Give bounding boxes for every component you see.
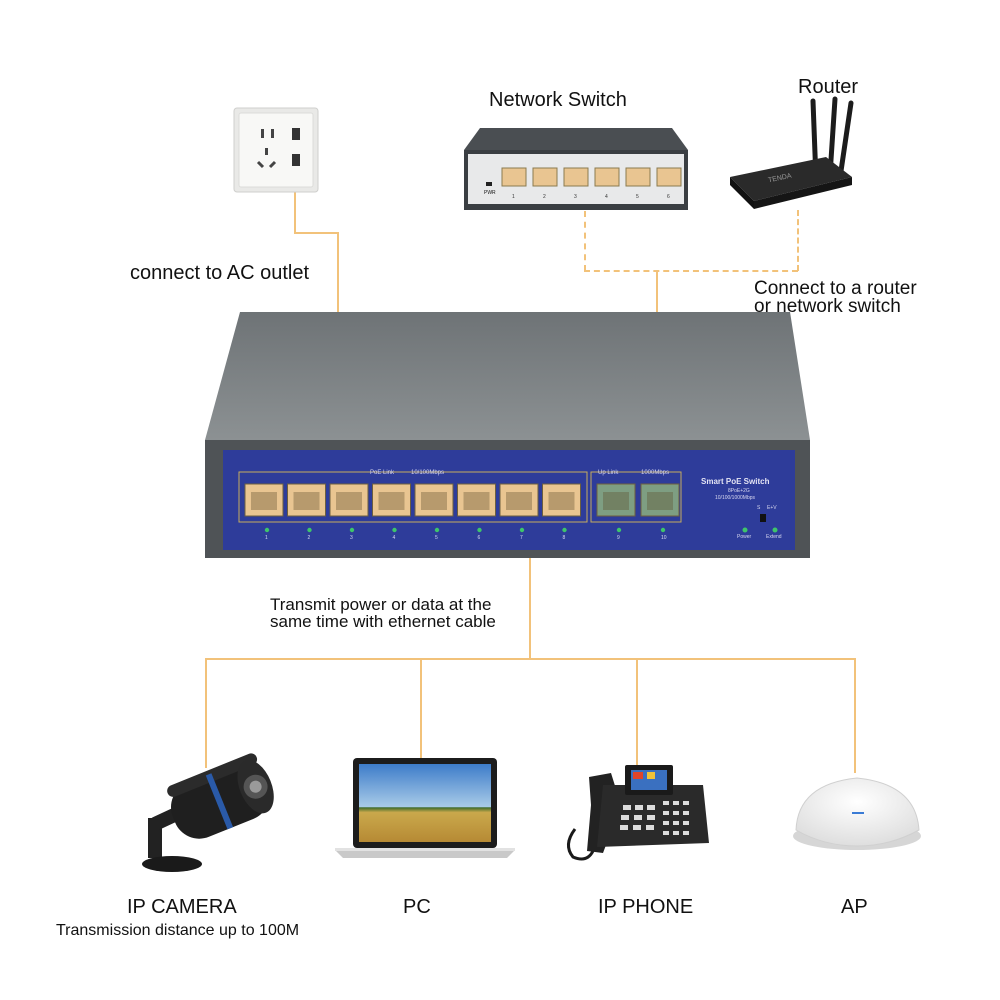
ac-outlet-image — [233, 107, 319, 193]
poe-switch-port-led — [392, 527, 397, 533]
poe-switch-port-led — [660, 527, 666, 533]
ac-connector-line — [337, 232, 339, 337]
poe-switch-port-number: 3 — [350, 535, 353, 541]
small-switch-port-number: 4 — [605, 194, 608, 200]
poe-switch-port-socket — [463, 492, 490, 510]
poe-switch-port-number: 2 — [308, 535, 311, 541]
router-connect-line2: or network switch — [754, 296, 901, 317]
ip-camera-label: IP CAMERA — [127, 896, 237, 918]
poe-switch-port-number: 5 — [435, 535, 438, 541]
poe-switch-port-5 — [414, 483, 454, 517]
poe-switch-port-led — [477, 527, 482, 533]
small-switch-port-number: 1 — [512, 194, 515, 200]
mode-s-label: S — [757, 505, 761, 511]
small-switch-port-1 — [501, 167, 527, 187]
switch-dashed-line — [584, 211, 586, 271]
uplink-dashed-line — [584, 270, 798, 272]
mode-ev-label: E+V — [767, 505, 777, 511]
small-switch-port-number: 2 — [543, 194, 546, 200]
poe-switch-port-socket — [336, 492, 362, 510]
ip-phone-image — [563, 765, 713, 865]
poe-switch-port-10 — [640, 483, 680, 517]
ac-outlet-label: connect to AC outlet — [130, 262, 310, 284]
ip-camera-image — [140, 740, 285, 875]
brand-title: Smart PoE Switch — [701, 477, 770, 486]
ap-label: AP — [841, 896, 868, 918]
power-led-label: Power — [737, 534, 752, 540]
poe-switch-port-led — [616, 527, 622, 533]
small-switch-port-5 — [625, 167, 651, 187]
poe-switch-port-2 — [287, 483, 326, 517]
router-dashed-line — [797, 210, 799, 271]
pc-label: PC — [403, 896, 431, 918]
transmit-line1: Transmit power or data at the — [270, 595, 492, 614]
brand-sub1: 8PoE+2G — [728, 488, 750, 494]
poe-switch-port-socket — [506, 492, 532, 510]
ap-drop-line — [854, 658, 856, 773]
pc-laptop-image — [335, 758, 515, 860]
small-switch-port-number: 6 — [667, 194, 670, 200]
poe-switch-port-socket — [647, 492, 673, 510]
poe-switch-port-led — [434, 527, 440, 533]
poe-switch-port-led — [307, 527, 312, 533]
poe-switch-port-number: 8 — [563, 535, 566, 541]
poe-switch-port-9 — [596, 483, 636, 517]
poe-switch-port-led — [349, 527, 355, 533]
ac-connector-line — [294, 192, 296, 232]
pc-drop-line — [420, 658, 422, 760]
poe-switch-port-8 — [542, 483, 581, 517]
poe-switch-port-6 — [457, 483, 496, 517]
poe-connector-line — [529, 520, 531, 660]
network-switch-title: Network Switch — [489, 89, 627, 111]
poe-switch-port-4 — [372, 483, 411, 517]
small-switch-port-2 — [532, 167, 558, 187]
poe-link-label: PoE Link — [370, 470, 395, 476]
poe-switch-port-number: 1 — [265, 535, 268, 541]
small-switch-port-3 — [563, 167, 589, 187]
poe-switch-port-led — [562, 527, 567, 533]
camera-drop-line — [205, 658, 207, 768]
extend-led-label: Extend — [766, 534, 782, 540]
poe-speed-label: 10/100Mbps — [411, 470, 445, 476]
small-switch-port-4 — [594, 167, 620, 187]
poe-switch-port-led — [519, 527, 525, 533]
poe-switch-port-number: 6 — [478, 535, 481, 541]
camera-distance-label: Transmission distance up to 100M — [56, 922, 300, 939]
poe-switch-port-socket — [293, 492, 320, 510]
small-switch-port-number: 3 — [574, 194, 577, 200]
brand-sub2: 10/100/1000Mbps — [715, 495, 756, 501]
router-connect-line1: Connect to a router — [754, 278, 917, 299]
poe-switch-port-socket — [378, 492, 405, 510]
poe-switch-port-1 — [244, 483, 284, 517]
phone-drop-line — [636, 658, 638, 770]
small-switch-pwr-label: PWR — [484, 190, 496, 196]
small-switch-port-6 — [656, 167, 682, 187]
poe-switch-port-socket — [421, 492, 447, 510]
poe-switch-port-socket — [603, 492, 629, 510]
poe-switch-port-number: 10 — [661, 535, 667, 541]
router-title: Router — [798, 76, 859, 98]
ip-phone-label: IP PHONE — [598, 896, 694, 918]
ac-connector-line — [294, 232, 338, 234]
poe-switch-port-3 — [329, 483, 369, 517]
transmit-line2: same time with ethernet cable — [270, 612, 496, 631]
uplink-speed-label: 1000Mbps — [641, 470, 670, 476]
small-switch-port-number: 5 — [636, 194, 639, 200]
poe-switch-port-number: 4 — [393, 535, 396, 541]
router-image: TENDA — [728, 95, 854, 210]
uplink-label: Up Link — [598, 470, 619, 476]
poe-switch-port-7 — [499, 483, 539, 517]
poe-switch-port-socket — [251, 492, 277, 510]
poe-switch-port-led — [264, 527, 270, 533]
network-switch-image: 1 2 3 4 5 6 PWR — [462, 128, 688, 212]
poe-switch-port-socket — [548, 492, 575, 510]
device-bus-line — [205, 658, 856, 660]
poe-switch-port-number: 7 — [520, 535, 523, 541]
poe-switch-port-number: 9 — [617, 535, 620, 541]
ap-access-point-image — [790, 770, 925, 852]
